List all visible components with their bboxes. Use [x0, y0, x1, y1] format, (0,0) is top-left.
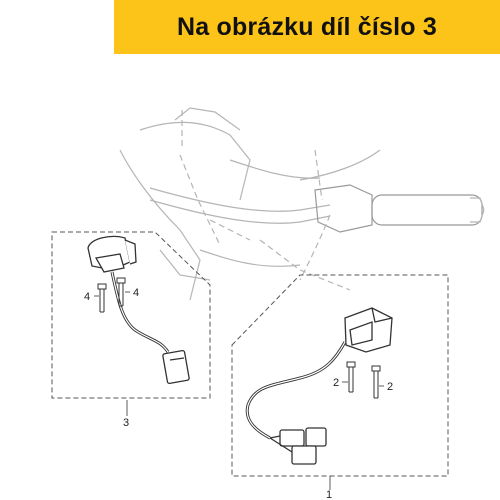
screw-2b-icon — [371, 365, 381, 399]
group-box-3 — [51, 231, 211, 399]
banner-title: Na obrázku díl číslo 3 — [176, 12, 438, 41]
screw-4b-icon — [116, 277, 126, 307]
ghost-dashed-lines — [179, 110, 351, 291]
label-screw-4b: 4 — [133, 287, 139, 299]
label-screw-4a: 4 — [84, 291, 90, 303]
title-banner: Na obrázku díl číslo 3 — [114, 0, 500, 54]
label-group-1: 1 — [326, 489, 332, 500]
left-handlebar-switch — [87, 235, 190, 385]
label-screw-2b: 2 — [387, 381, 393, 393]
right-handlebar-switch — [245, 307, 393, 465]
group-box-1 — [231, 274, 449, 477]
label-group-3: 3 — [123, 417, 129, 429]
label-screw-2a: 2 — [333, 377, 339, 389]
leader-lines — [94, 291, 384, 490]
screw-2a-icon — [346, 361, 356, 393]
screw-4a-icon — [97, 283, 107, 313]
